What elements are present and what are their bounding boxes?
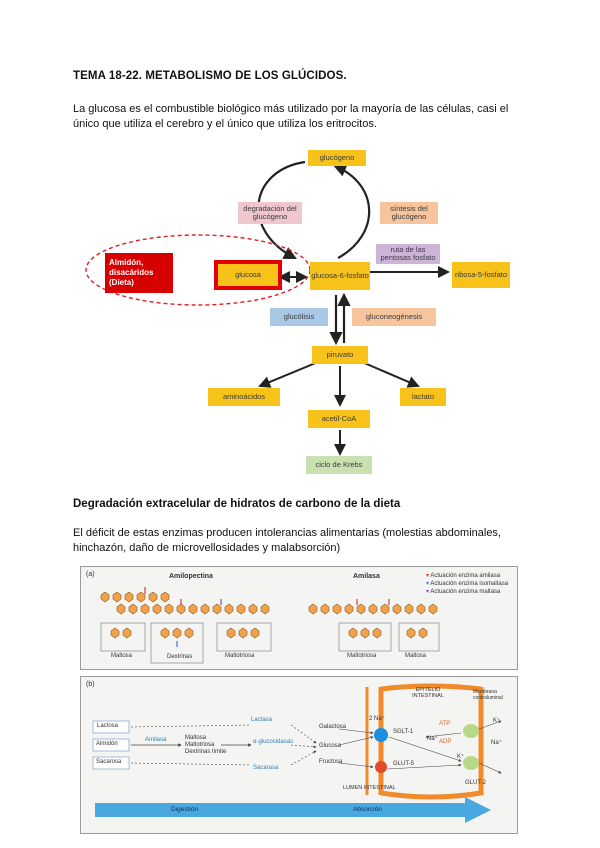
label-glut2: GLUT-2	[465, 780, 487, 786]
panel-b-tag: (b)	[86, 681, 95, 688]
label-atp: ATP	[439, 721, 451, 727]
middle-maltosa: Maltosa	[185, 735, 207, 741]
input-lactosa: Lactosa	[97, 723, 119, 729]
arrow-lactate	[361, 361, 420, 388]
node-ribosa-5-fosfato: ribosa-5-fosfato	[452, 262, 510, 288]
node-glucogeno: glucógeno	[308, 150, 366, 166]
node-ciclo-krebs: ciclo de Krebs	[306, 456, 372, 474]
intro-paragraph: La glucosa es el combustible biológico m…	[73, 103, 509, 130]
legend-maltasa: ▾ Actuación enzima maltasa	[426, 589, 501, 595]
node-aminoacidos: aminoácidos	[208, 388, 280, 406]
label-k-in: K⁺	[457, 754, 465, 760]
label-lumen: LUMEN INTESTINAL	[343, 785, 396, 791]
product-glucosa: Glucosa	[319, 743, 342, 749]
product-fructosa: Fructosa	[319, 759, 343, 765]
glut5-transporter	[375, 761, 387, 773]
amilopectina-chain	[100, 591, 270, 615]
product-galactosa: Galactosa	[319, 724, 347, 730]
node-glucosa-6-fosfato: glucosa-6-fosfato	[310, 262, 370, 290]
label-sglt1: SGLT-1	[393, 729, 414, 735]
label-absorcion: Absorción	[353, 806, 382, 813]
enzyme-glucosidasas: α-glucosidasas	[253, 739, 294, 745]
glut2-transporter	[463, 756, 479, 770]
label-sintesis: síntesis del glucógeno	[380, 202, 438, 224]
metabolism-diagram: glucógeno degradación del glucógeno sínt…	[80, 140, 520, 485]
node-acetil-coa: acetil-CoA	[308, 410, 370, 428]
enzyme-lactasa: Lactasa	[251, 717, 273, 723]
product-maltotriosa-right: Maltotriosa	[347, 653, 377, 659]
label-adp: ADP	[439, 739, 452, 745]
product-maltosa-left: Maltosa	[111, 653, 133, 659]
label-degradacion: degradación del glucógeno	[238, 202, 302, 224]
product-fragments	[110, 627, 428, 639]
middle-maltotriosa: Maltotriosa	[185, 742, 215, 748]
product-maltotriosa-left: Maltotriosa	[225, 653, 255, 659]
product-brackets	[100, 622, 440, 664]
legend-amilasa: ▾ Actuación enzima amilasa	[426, 573, 501, 579]
legend-isomaltasa: ▾ Actuación enzima isomaltasa	[426, 581, 509, 587]
product-maltosa-right: Maltosa	[405, 653, 427, 659]
enzyme-sacarasa: Sacarasa	[253, 765, 279, 771]
product-dextrinas: Dextrinas	[167, 654, 193, 660]
label-gluconeogenesis: gluconeogénesis	[352, 308, 436, 326]
digestion-absorption-bar	[95, 803, 465, 817]
pump	[463, 724, 479, 738]
amilasa-chain	[308, 603, 438, 615]
label-glucolisis: glucólisis	[270, 308, 328, 326]
arrow-aminoacids	[258, 361, 319, 388]
arrow-glycogenesis	[332, 164, 371, 259]
absorption-graphics	[92, 683, 502, 823]
label-ruta-pentosas: ruta de las pentosas fosfato	[376, 244, 440, 264]
label-digestion: Digestión	[171, 806, 199, 813]
panel-b-absorption: (b)	[80, 676, 518, 834]
enzyme-cut-marks	[144, 587, 390, 647]
label-2na: 2 Na⁺	[369, 716, 385, 722]
node-glucosa: glucosa	[218, 264, 278, 286]
node-piruvato: piruvato	[312, 346, 368, 364]
panel-a-tag: (a)	[86, 571, 95, 578]
label-membrana: Membrana contraluminal	[473, 689, 503, 701]
label-na: Na⁺	[427, 736, 438, 742]
page-title: TEMA 18-22. METABOLISMO DE LOS GLÚCIDOS.	[73, 70, 347, 82]
sglt1-transporter	[374, 728, 388, 742]
label-epitelio: EPITELIO INTESTINAL	[412, 687, 444, 699]
label-na-out: Na⁺	[491, 740, 502, 746]
section-heading: Degradación extracelular de hidratos de …	[73, 498, 401, 510]
amilopectina-label: Amilopectina	[169, 573, 213, 580]
polysaccharide-chains	[100, 587, 440, 664]
label-glut5: GLUT-5	[393, 761, 415, 767]
node-lactato: lactato	[400, 388, 446, 406]
enzyme-amilasa: Amilasa	[145, 737, 167, 743]
amilasa-label: Amilasa	[353, 573, 380, 580]
middle-dextrinas: Dextrinas límite	[185, 749, 227, 755]
section-paragraph: El déficit de estas enzimas producen int…	[73, 527, 501, 554]
panel-a-digestion: (a) Amilopectina Amilasa ▾ Actuación enz…	[80, 566, 518, 670]
label-k: K⁺	[493, 718, 501, 724]
input-almidon: Almidón	[96, 741, 118, 747]
input-sacarosa: Sacarosa	[96, 759, 122, 765]
node-dieta: Almidón, disacáridos (Dieta)	[105, 253, 173, 293]
